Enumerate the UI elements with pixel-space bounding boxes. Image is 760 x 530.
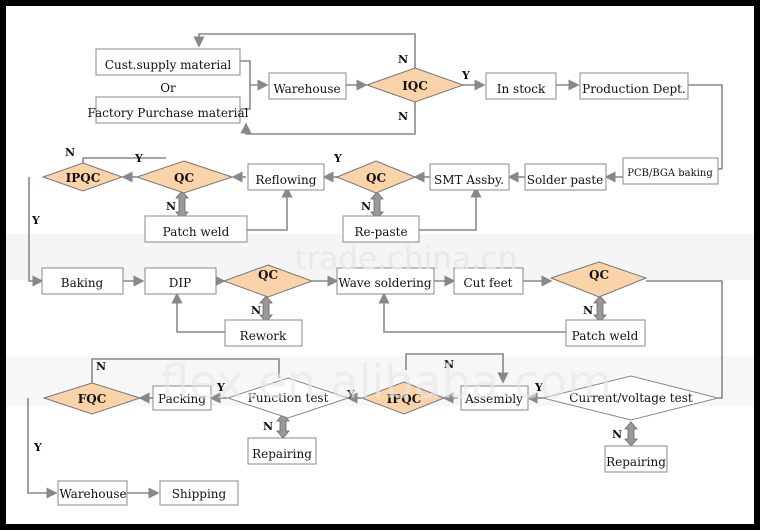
label-re-paste: Re-paste: [354, 225, 407, 239]
box-shipping: [159, 480, 239, 506]
label-qc-2: QC: [366, 171, 386, 185]
watermark-bottom: flex.en.alibaba.com: [160, 355, 612, 409]
box-solder-paste: [524, 163, 607, 191]
box-assembly: [460, 385, 529, 411]
label-function-test: Function test: [248, 391, 329, 405]
label-pcb-bga-baking: PCB/BGA baking: [627, 168, 713, 179]
box-factory-purchase-material: [95, 96, 241, 124]
box-wave-soldering: [336, 267, 435, 295]
label-cut-feet: Cut feet: [463, 276, 512, 290]
label-patch-weld-1: Patch weld: [163, 225, 230, 239]
label-solder-paste: Solder paste: [527, 173, 604, 187]
label-fqc: FQC: [78, 392, 107, 406]
label-packing: Packing: [158, 392, 206, 406]
label-qc-3: QC: [258, 268, 278, 282]
label-qc2-n: N: [361, 200, 371, 213]
flowchart-canvas: Cust.supply material Or Factory Purchase…: [6, 6, 754, 524]
label-qc1-y: Y: [134, 152, 143, 165]
process-boxes: Cust.supply material Or Factory Purchase…: [41, 48, 719, 506]
connectors: [27, 33, 723, 499]
label-cust-supply-material: Cust.supply material: [105, 58, 232, 72]
box-warehouse-incoming: [268, 72, 347, 100]
box-re-paste: [342, 215, 420, 243]
decision-diamonds: IQC IPQC QC QC QC QC FQC IPQC Function t…: [41, 67, 719, 421]
label-reflowing: Reflowing: [256, 173, 317, 187]
label-iqc-n-bottom: N: [398, 110, 408, 123]
box-rework: [224, 319, 303, 347]
label-dip: DIP: [169, 276, 191, 290]
diamond-ipqc-1: [41, 162, 124, 192]
label-repairing-1: Repairing: [252, 447, 312, 461]
label-repairing-2: Repairing: [606, 455, 666, 469]
label-assembly: Assembly: [464, 392, 523, 406]
label-current-voltage-test: Current/voltage test: [569, 391, 693, 405]
label-factory-purchase-material: Factory Purchase material: [87, 106, 248, 120]
box-pcb-bga-baking: [622, 157, 719, 185]
diamond-qc-4: [549, 261, 648, 298]
box-in-stock: [485, 72, 557, 100]
box-dip: [144, 267, 217, 295]
diamond-function-test: [226, 377, 350, 419]
label-or: Or: [160, 81, 176, 95]
diamond-qc-3: [222, 264, 314, 298]
label-fqc-n: N: [96, 360, 106, 373]
label-current-y: Y: [534, 381, 543, 394]
box-repairing-2: [604, 445, 668, 473]
label-qc-4: QC: [589, 268, 609, 282]
box-baking: [41, 267, 124, 295]
label-qc1-n: N: [166, 200, 176, 213]
label-shipping: Shipping: [172, 487, 227, 501]
flowchart: Cust.supply material Or Factory Purchase…: [6, 33, 754, 506]
label-smt-assby: SMT Assby.: [434, 173, 504, 187]
label-in-stock: In stock: [497, 82, 546, 96]
branch-labels: N N Y N Y N Y N Y N N N Y Y N Y N N Y: [31, 53, 622, 454]
label-wave-soldering: Wave soldering: [338, 276, 431, 290]
diamond-fqc: [42, 382, 142, 415]
box-production-dept: [579, 72, 689, 100]
box-smt-assby: [429, 163, 510, 191]
label-warehouse-incoming: Warehouse: [273, 82, 340, 96]
label-ipqc1-n: N: [65, 146, 75, 159]
label-qc-1: QC: [174, 171, 194, 185]
label-iqc: IQC: [402, 79, 428, 93]
label-function-n: N: [263, 420, 273, 433]
diamond-iqc: [365, 67, 465, 103]
label-fqc-y: Y: [33, 441, 42, 454]
box-patch-weld-2: [565, 319, 646, 347]
label-qc3-n: N: [251, 304, 261, 317]
box-cust-supply-material: [95, 48, 241, 76]
label-qc2-y: Y: [333, 152, 342, 165]
box-packing: [152, 385, 212, 411]
watermark-top: trade.china.cn: [295, 241, 518, 277]
box-warehouse-final: [57, 480, 128, 506]
label-rework: Rework: [240, 329, 287, 343]
diamond-current-voltage-test: [542, 375, 719, 421]
box-patch-weld-1: [144, 215, 248, 243]
label-warehouse-final: Warehouse: [59, 487, 126, 501]
label-baking: Baking: [61, 276, 104, 290]
label-function-y: Y: [216, 381, 225, 394]
diamond-qc-1: [135, 160, 234, 194]
label-ipqc-2: IPQC: [387, 392, 422, 406]
label-iqc-n-top: N: [398, 53, 408, 66]
label-patch-weld-2: Patch weld: [572, 329, 639, 343]
label-iqc-y: Y: [461, 69, 470, 82]
label-qc4-n: N: [583, 304, 593, 317]
label-ipqc-1: IPQC: [66, 171, 101, 185]
label-ipqc2-n: N: [444, 358, 454, 371]
box-repairing-1: [247, 437, 317, 465]
diamond-ipqc-2: [360, 381, 446, 415]
label-production-dept: Production Dept.: [582, 82, 686, 96]
diamond-qc-2: [335, 160, 417, 194]
box-cut-feet: [453, 267, 524, 295]
label-current-n: N: [612, 428, 622, 441]
label-ipqc2-y: Y: [346, 388, 355, 401]
label-ipqc1-y: Y: [31, 214, 40, 227]
box-reflowing: [247, 163, 325, 191]
